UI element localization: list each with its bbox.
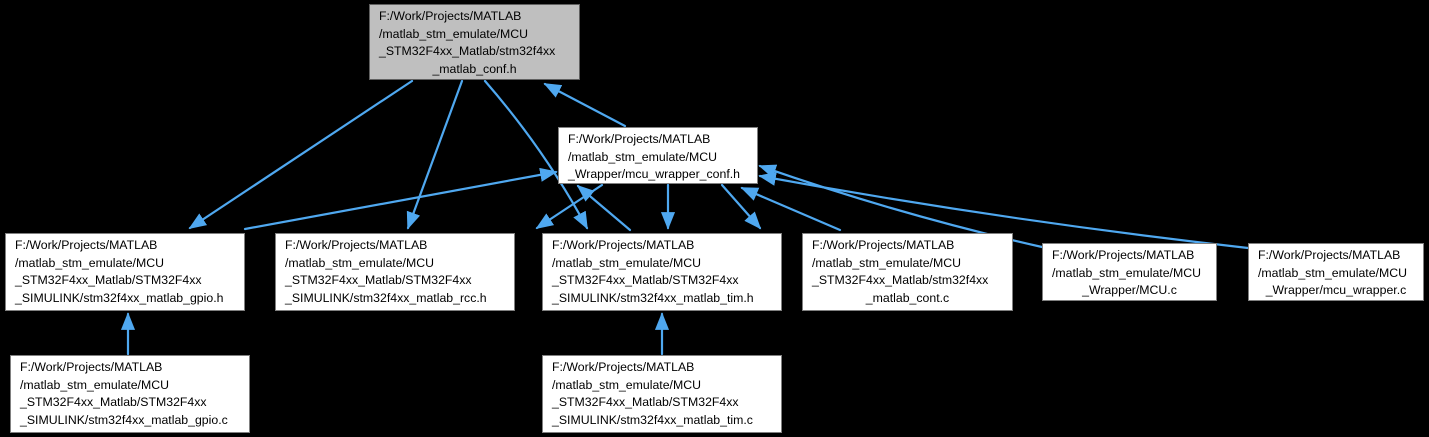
node-label-line: _STM32F4xx_Matlab/STM32F4xx xyxy=(15,273,202,288)
graph-edge-conf_h-to-rcc_h xyxy=(406,79,464,230)
node-label-line: /matlab_stm_emulate/MCU xyxy=(568,149,717,164)
node-label-line: F:/Work/Projects/MATLAB xyxy=(379,9,522,23)
node-label-line: /matlab_stm_emulate/MCU xyxy=(15,255,164,270)
graph-edge-tim_h-to-wrapper_conf_h xyxy=(576,184,632,232)
graph-edge-wrapper_conf_h-to-conf_h xyxy=(543,82,627,128)
node-label-line: F:/Work/Projects/MATLAB xyxy=(552,360,695,374)
graph-node-rcc_h[interactable]: F:/Work/Projects/MATLAB/matlab_stm_emula… xyxy=(275,233,515,311)
node-label-line: /matlab_stm_emulate/MCU xyxy=(1258,265,1407,280)
node-label-line: _matlab_conf.h xyxy=(432,61,517,76)
node-label-line: _STM32F4xx_Matlab/stm32f4xx xyxy=(812,273,989,288)
node-label-line: _Wrapper/mcu_wrapper.c xyxy=(1265,283,1407,298)
node-label-line: _SIMULINK/stm32f4xx_matlab_tim.c xyxy=(552,412,753,427)
graph-node-gpio_h[interactable]: F:/Work/Projects/MATLAB/matlab_stm_emula… xyxy=(5,233,245,311)
graph-node-wrapper_c[interactable]: F:/Work/Projects/MATLAB/matlab_stm_emula… xyxy=(1248,243,1424,301)
graph-node-mcu_c[interactable]: F:/Work/Projects/MATLAB/matlab_stm_emula… xyxy=(1042,243,1217,301)
graph-edge-conf_h-to-gpio_h xyxy=(188,79,414,230)
node-label-line: /matlab_stm_emulate/MCU xyxy=(1052,265,1201,280)
graph-node-conf_h[interactable]: F:/Work/Projects/MATLAB/matlab_stm_emula… xyxy=(369,4,580,80)
graph-edge-wrapper_conf_h-to-cont_c xyxy=(720,183,762,230)
node-label-line: /matlab_stm_emulate/MCU xyxy=(285,255,434,270)
node-label-line: _SIMULINK/stm32f4xx_matlab_gpio.c xyxy=(20,412,228,427)
node-label-line: F:/Work/Projects/MATLAB xyxy=(15,238,158,252)
graph-node-gpio_c[interactable]: F:/Work/Projects/MATLAB/matlab_stm_emula… xyxy=(10,355,250,433)
graph-node-cont_c[interactable]: F:/Work/Projects/MATLAB/matlab_stm_emula… xyxy=(802,233,1013,311)
node-label-line: _STM32F4xx_Matlab/STM32F4xx xyxy=(20,395,207,410)
node-label-line: _SIMULINK/stm32f4xx_matlab_tim.h xyxy=(552,290,754,305)
node-label-line: F:/Work/Projects/MATLAB xyxy=(568,132,711,146)
graph-edge-wrapper_c-to-wrapper_conf_h xyxy=(758,171,1250,250)
graph-node-tim_h[interactable]: F:/Work/Projects/MATLAB/matlab_stm_emula… xyxy=(542,233,782,311)
node-label-line: F:/Work/Projects/MATLAB xyxy=(552,238,695,252)
node-label-line: _Wrapper/MCU.c xyxy=(1082,283,1177,298)
node-label-line: /matlab_stm_emulate/MCU xyxy=(379,26,528,41)
node-label-line: _matlab_cont.c xyxy=(865,290,950,305)
node-label-line: _SIMULINK/stm32f4xx_matlab_gpio.h xyxy=(15,290,224,305)
node-label-line: /matlab_stm_emulate/MCU xyxy=(20,377,169,392)
node-label-line: _SIMULINK/stm32f4xx_matlab_rcc.h xyxy=(285,290,487,305)
node-label-line: F:/Work/Projects/MATLAB xyxy=(1052,248,1195,262)
node-label-line: /matlab_stm_emulate/MCU xyxy=(552,255,701,270)
node-label-line: /matlab_stm_emulate/MCU xyxy=(812,255,961,270)
node-label-line: F:/Work/Projects/MATLAB xyxy=(285,238,428,252)
node-label-line: F:/Work/Projects/MATLAB xyxy=(812,238,955,252)
graph-node-wrapper_conf_h[interactable]: F:/Work/Projects/MATLAB/matlab_stm_emula… xyxy=(558,127,758,184)
graph-edge-conf_h-to-tim_h xyxy=(483,79,589,230)
node-label-line: _Wrapper/mcu_wrapper_conf.h xyxy=(568,167,741,182)
node-label-line: F:/Work/Projects/MATLAB xyxy=(1258,248,1401,262)
graph-edge-gpio_h-to-wrapper_conf_h xyxy=(243,167,558,231)
node-label-line: _STM32F4xx_Matlab/stm32f4xx xyxy=(379,44,556,59)
node-label-line: F:/Work/Projects/MATLAB xyxy=(20,360,163,374)
node-label-line: _STM32F4xx_Matlab/STM32F4xx xyxy=(552,395,739,410)
node-label-line: _STM32F4xx_Matlab/STM32F4xx xyxy=(285,273,472,288)
node-label-line: /matlab_stm_emulate/MCU xyxy=(552,377,701,392)
graph-edge-cont_c-to-wrapper_conf_h xyxy=(740,186,842,232)
node-label-line: _STM32F4xx_Matlab/STM32F4xx xyxy=(552,273,739,288)
graph-node-tim_c[interactable]: F:/Work/Projects/MATLAB/matlab_stm_emula… xyxy=(542,355,782,433)
graph-edge-wrapper_conf_h-to-rcc_h xyxy=(535,183,604,230)
